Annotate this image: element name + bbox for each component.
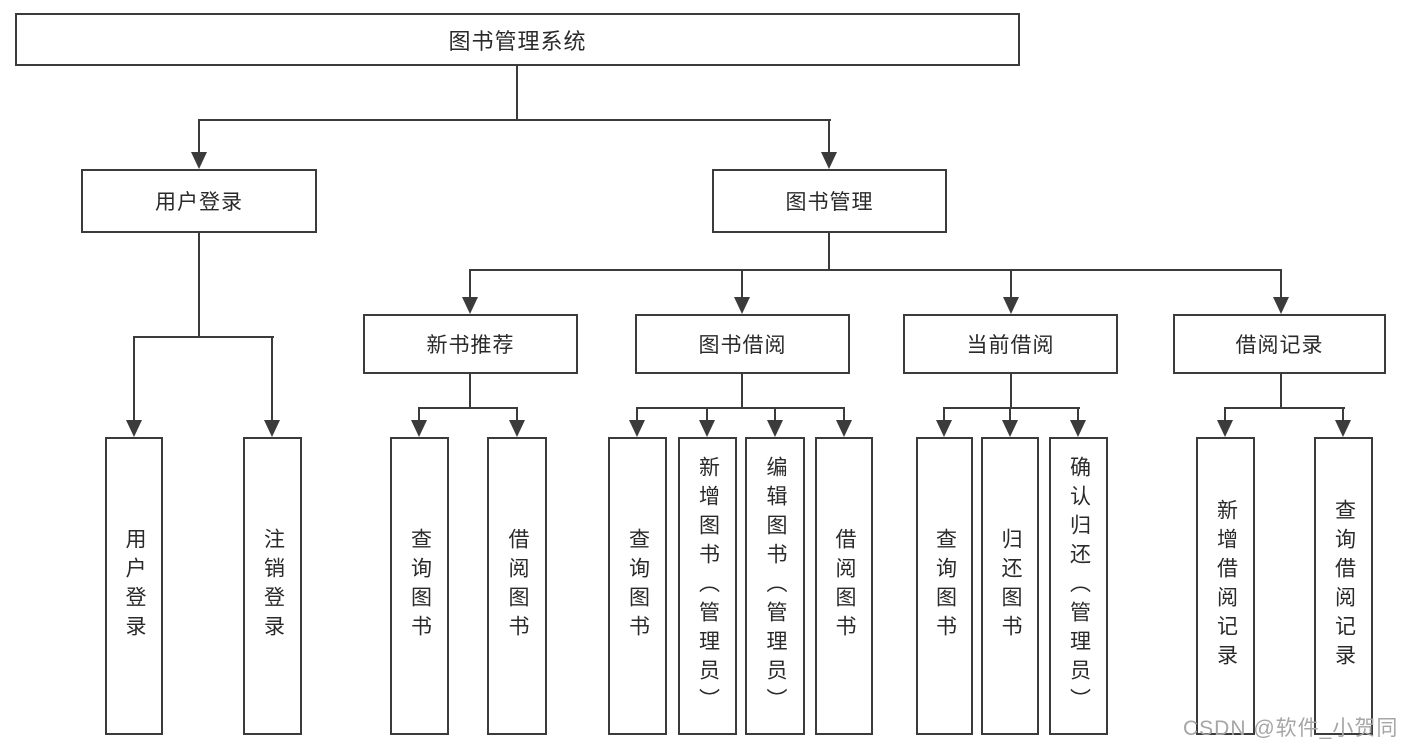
node-book-borrowing-label: 图书借阅	[698, 334, 787, 357]
leaf-cb-return-books-label: 归还图书	[999, 528, 1022, 644]
arrow-into-book-borrowing	[734, 297, 750, 314]
leaf-br-add-borrow-record: 新增借阅记录	[1196, 437, 1255, 735]
connector-book-management-stem	[828, 233, 830, 271]
connector-nbr-bar	[418, 407, 518, 409]
leaf-bb-query-books-label: 查询图书	[626, 528, 650, 644]
node-borrowing-records: 借阅记录	[1173, 314, 1386, 374]
leaf-br-query-borrow-record: 查询借阅记录	[1314, 437, 1373, 735]
leaf-bb-add-books-admin: 新增图书（管理员）	[678, 437, 737, 735]
arrow-into-bb-query	[629, 420, 645, 437]
leaf-br-add-borrow-record-label: 新增借阅记录	[1214, 499, 1238, 673]
connector-stub-nbr-borrow	[516, 407, 518, 423]
leaf-nbr-query-books: 查询图书	[390, 437, 449, 735]
leaf-cb-confirm-return-admin-label: 确认归还（管理员）	[1067, 455, 1091, 717]
connector-stub-bb-add	[706, 407, 708, 423]
connector-user-login-bar	[133, 336, 274, 338]
connector-stub-current-borrowing	[1010, 269, 1012, 299]
leaf-cb-query-books: 查询图书	[916, 437, 973, 735]
arrow-into-bb-borrow	[836, 420, 852, 437]
arrow-into-nbr-query	[411, 420, 427, 437]
leaf-nbr-query-books-label: 查询图书	[408, 528, 432, 644]
node-user-login-branch-label: 用户登录	[155, 191, 243, 214]
connector-stub-borrowing-records	[1280, 269, 1282, 299]
leaf-cb-return-books: 归还图书	[981, 437, 1039, 735]
arrow-into-new-book-recommend	[462, 297, 478, 314]
leaf-br-query-borrow-record-label: 查询借阅记录	[1332, 499, 1356, 673]
connector-root-stem	[516, 64, 518, 121]
node-book-management-branch: 图书管理	[712, 169, 947, 233]
node-book-management-branch-label: 图书管理	[785, 191, 874, 214]
connector-stub-bb-query	[636, 407, 638, 423]
arrow-into-cb-return	[1002, 420, 1018, 437]
arrow-into-nbr-borrow	[509, 420, 525, 437]
leaf-bb-borrow-books: 借阅图书	[815, 437, 873, 735]
connector-stub-br-query	[1342, 407, 1344, 423]
arrow-into-current-borrowing	[1003, 297, 1019, 314]
arrow-into-cb-query	[936, 420, 952, 437]
leaf-bb-query-books: 查询图书	[608, 437, 667, 735]
node-root-label: 图书管理系统	[448, 28, 587, 54]
connector-stub-cb-confirm	[1077, 407, 1079, 423]
arrow-into-br-query	[1335, 420, 1351, 437]
connector-stub-bb-edit	[774, 407, 776, 423]
arrow-into-book-management	[821, 152, 837, 169]
connector-stub-book-management	[828, 119, 830, 155]
leaf-bb-edit-books-admin: 编辑图书（管理员）	[745, 437, 805, 735]
node-user-login-branch: 用户登录	[81, 169, 317, 233]
connector-stub-new-book-recommend	[469, 269, 471, 299]
node-current-borrowing: 当前借阅	[903, 314, 1118, 374]
arrow-into-br-add	[1217, 420, 1233, 437]
connector-stub-br-add	[1224, 407, 1226, 423]
leaf-cb-confirm-return-admin: 确认归还（管理员）	[1049, 437, 1108, 735]
connector-br-bar	[1224, 407, 1345, 409]
connector-bb-bar	[636, 407, 845, 409]
arrow-into-user-login	[191, 152, 207, 169]
node-new-book-recommend-label: 新书推荐	[426, 334, 515, 357]
connector-stub-user-login	[198, 119, 200, 155]
leaf-bb-edit-books-admin-label: 编辑图书（管理员）	[764, 455, 787, 717]
arrow-into-leaf-user-login	[126, 420, 142, 437]
connector-stub-leaf-logout	[271, 336, 273, 422]
leaf-nbr-borrow-books-label: 借阅图书	[506, 528, 529, 644]
connector-user-login-stem	[198, 233, 200, 337]
connector-level3-bar	[469, 269, 1282, 271]
leaf-cb-query-books-label: 查询图书	[933, 528, 957, 644]
arrow-into-bb-edit	[767, 420, 783, 437]
arrow-into-cb-confirm	[1070, 420, 1086, 437]
connector-stub-leaf-user-login	[133, 336, 135, 422]
connector-stub-nbr-query	[418, 407, 420, 423]
arrow-into-leaf-logout	[264, 420, 280, 437]
connector-bb-stem	[741, 374, 743, 409]
leaf-logout-label: 注销登录	[261, 528, 285, 644]
node-book-borrowing: 图书借阅	[635, 314, 850, 374]
node-borrowing-records-label: 借阅记录	[1235, 334, 1324, 357]
leaf-logout: 注销登录	[243, 437, 302, 735]
connector-stub-cb-return	[1009, 407, 1011, 423]
connector-br-stem	[1280, 374, 1282, 409]
connector-level2-bar	[198, 119, 831, 121]
leaf-user-login: 用户登录	[105, 437, 163, 735]
leaf-bb-add-books-admin-label: 新增图书（管理员）	[696, 455, 720, 717]
arrow-into-borrowing-records	[1273, 297, 1289, 314]
connector-cb-bar	[943, 407, 1080, 409]
connector-stub-book-borrowing	[741, 269, 743, 299]
watermark-text: CSDN @软件_小贺同学	[1183, 717, 1399, 740]
leaf-bb-borrow-books-label: 借阅图书	[833, 528, 856, 644]
connector-stub-bb-borrow	[843, 407, 845, 423]
node-root: 图书管理系统	[15, 13, 1020, 66]
connector-stub-cb-query	[943, 407, 945, 423]
node-current-borrowing-label: 当前借阅	[966, 334, 1055, 357]
connector-nbr-stem	[469, 374, 471, 409]
leaf-nbr-borrow-books: 借阅图书	[487, 437, 547, 735]
connector-cb-stem	[1010, 374, 1012, 409]
leaf-user-login-label: 用户登录	[123, 528, 146, 644]
arrow-into-bb-add	[699, 420, 715, 437]
node-new-book-recommend: 新书推荐	[363, 314, 578, 374]
